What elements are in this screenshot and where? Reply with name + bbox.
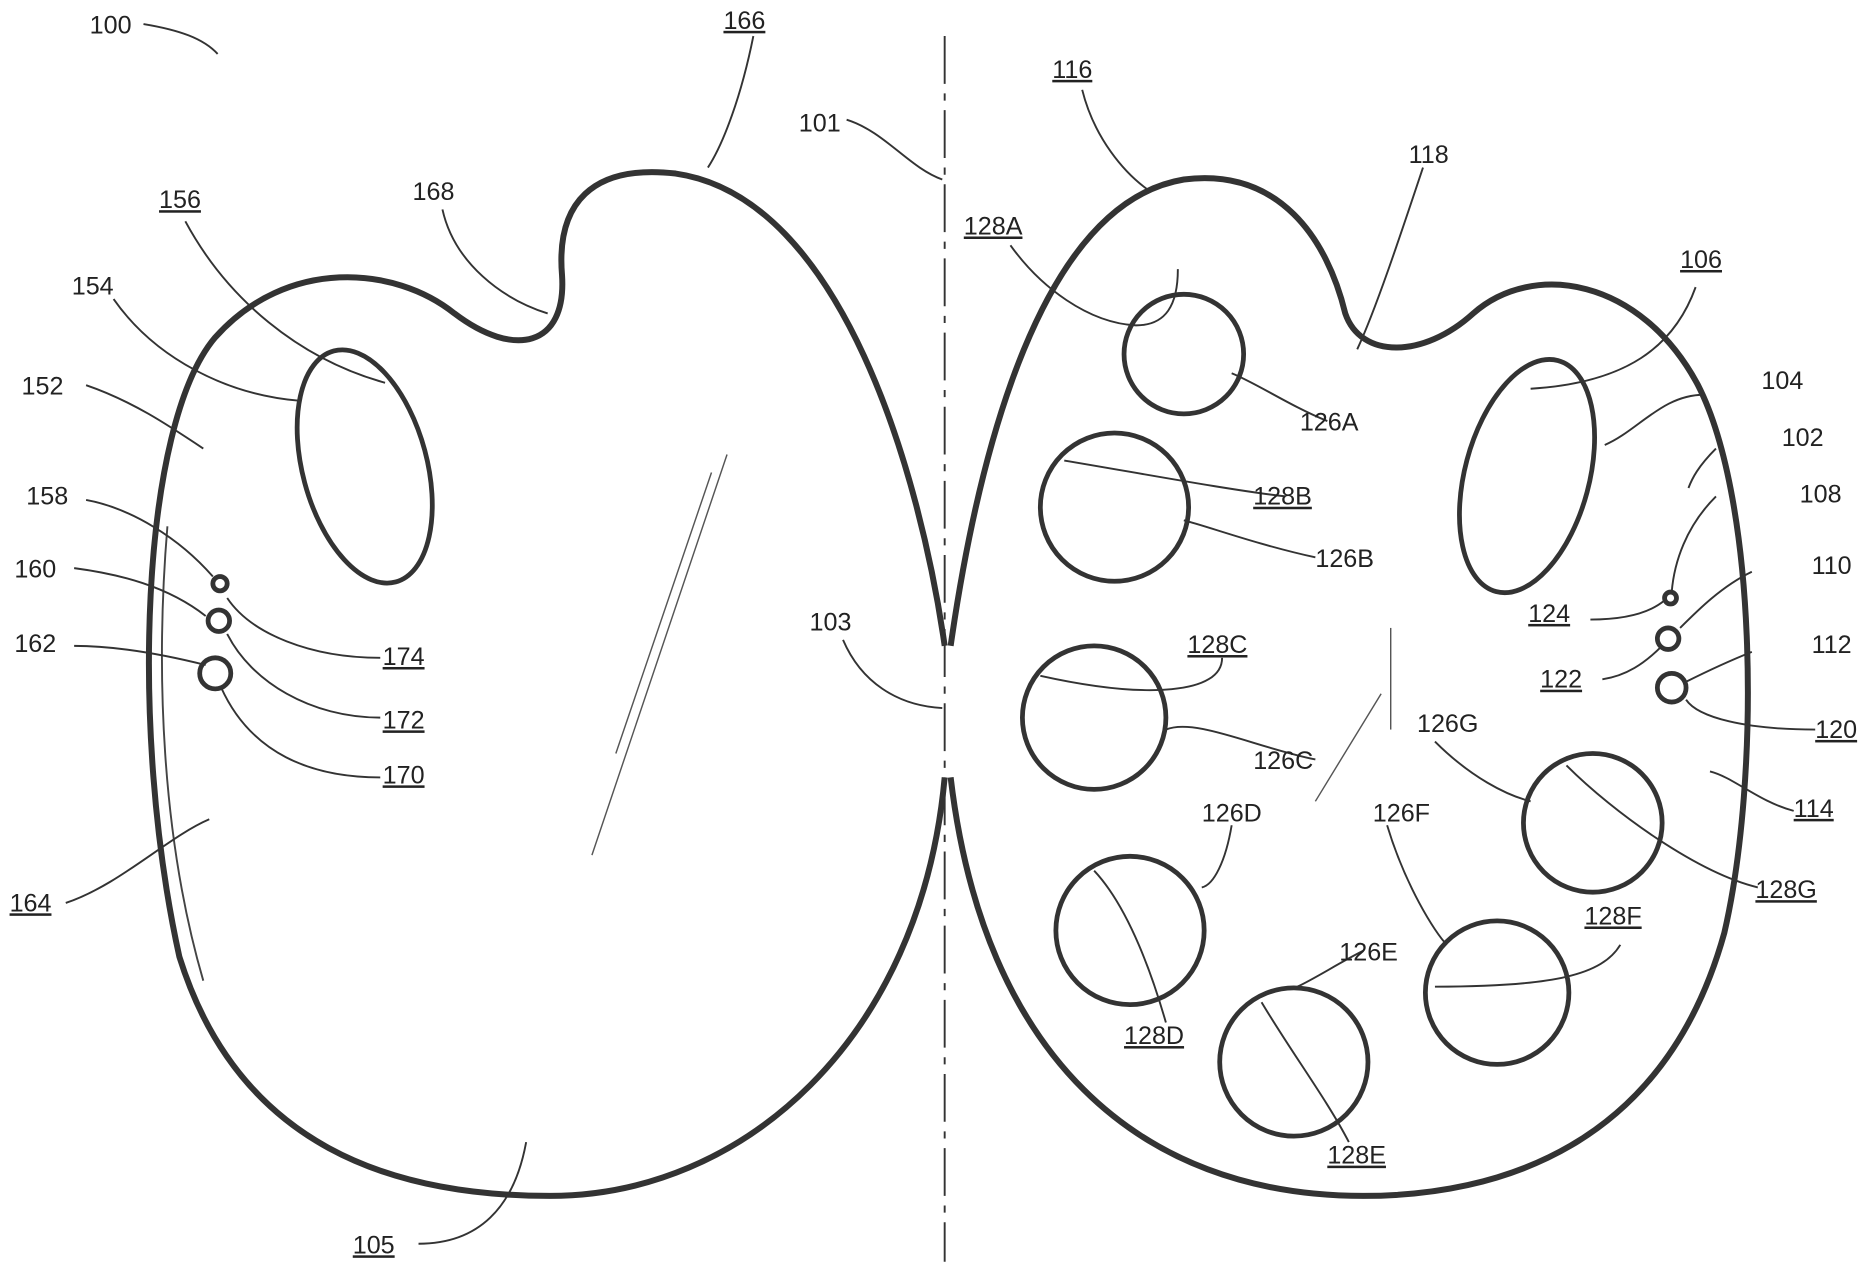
left-small-hole-174 bbox=[213, 577, 227, 591]
label-105: 105 bbox=[353, 1231, 395, 1259]
label-128C: 128C bbox=[1187, 631, 1247, 659]
label-108: 108 bbox=[1800, 480, 1842, 508]
label-126F: 126F bbox=[1373, 800, 1430, 828]
label-126E: 126E bbox=[1339, 938, 1398, 966]
left-thumb-hole bbox=[274, 335, 456, 598]
label-116: 116 bbox=[1052, 56, 1092, 84]
label-118: 118 bbox=[1409, 141, 1449, 169]
label-154: 154 bbox=[72, 272, 114, 300]
label-126A: 126A bbox=[1300, 409, 1359, 437]
label-170: 170 bbox=[383, 761, 425, 789]
label-160: 160 bbox=[14, 556, 56, 584]
well-126B bbox=[1040, 433, 1188, 581]
label-164: 164 bbox=[10, 889, 52, 917]
label-166: 166 bbox=[723, 7, 765, 35]
label-106: 106 bbox=[1680, 246, 1722, 274]
label-128B: 128B bbox=[1253, 483, 1312, 511]
well-126G bbox=[1523, 753, 1662, 892]
left-shading-hatch bbox=[592, 455, 727, 856]
label-158: 158 bbox=[26, 483, 68, 511]
label-104: 104 bbox=[1761, 367, 1803, 395]
label-174: 174 bbox=[383, 643, 425, 671]
label-126G: 126G bbox=[1417, 710, 1478, 738]
label-126C: 126C bbox=[1253, 747, 1313, 775]
label-126B: 126B bbox=[1315, 545, 1374, 573]
label-162: 162 bbox=[14, 630, 56, 658]
label-110: 110 bbox=[1812, 552, 1852, 580]
label-126D: 126D bbox=[1202, 800, 1262, 828]
label-168: 168 bbox=[413, 178, 455, 206]
left-small-hole-170 bbox=[200, 658, 231, 689]
label-156: 156 bbox=[159, 186, 201, 214]
label-172: 172 bbox=[383, 706, 425, 734]
label-103: 103 bbox=[810, 608, 852, 636]
label-100: 100 bbox=[90, 12, 132, 40]
label-128G: 128G bbox=[1755, 876, 1816, 904]
reference-numerals: 100 101 103 105 166 168 156 154 152 158 … bbox=[10, 7, 1858, 1259]
well-126F bbox=[1425, 921, 1568, 1064]
label-102: 102 bbox=[1782, 424, 1824, 452]
label-112: 112 bbox=[1812, 631, 1852, 659]
well-126C bbox=[1022, 646, 1165, 789]
label-120: 120 bbox=[1815, 716, 1857, 744]
label-128A: 128A bbox=[964, 213, 1023, 241]
label-101: 101 bbox=[799, 110, 841, 138]
label-152: 152 bbox=[22, 373, 64, 401]
well-126D bbox=[1056, 856, 1204, 1004]
right-shading-hatch bbox=[1315, 628, 1390, 801]
label-124: 124 bbox=[1528, 600, 1570, 628]
label-128F: 128F bbox=[1584, 902, 1641, 930]
left-small-hole-172 bbox=[208, 610, 230, 632]
left-palette-outline bbox=[149, 172, 945, 1196]
right-small-hole-120 bbox=[1657, 673, 1686, 702]
well-126A bbox=[1124, 294, 1244, 414]
well-126E bbox=[1220, 988, 1368, 1136]
label-114: 114 bbox=[1794, 795, 1834, 823]
right-small-hole-124 bbox=[1665, 592, 1677, 604]
label-128D: 128D bbox=[1124, 1022, 1184, 1050]
label-128E: 128E bbox=[1327, 1142, 1386, 1170]
right-palette-outline bbox=[951, 178, 1748, 1196]
label-122: 122 bbox=[1540, 666, 1582, 694]
right-thumb-hole bbox=[1436, 344, 1618, 607]
